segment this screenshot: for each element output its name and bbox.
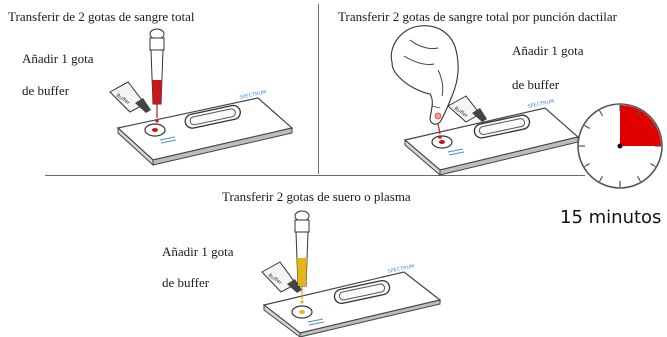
timer-tick (584, 162, 590, 168)
panel-fingerstick-buffer-line1: Añadir 1 gota (512, 43, 584, 58)
timer-tick (650, 124, 656, 130)
panel-serum-plasma-title: Transferir 2 gotas de suero o plasma (222, 189, 411, 204)
panel-whole-blood-buffer-line2: de buffer (22, 83, 70, 98)
timer-tick (584, 124, 590, 130)
timer-tick (636, 176, 642, 182)
panel-serum-plasma-buffer-line2: de buffer (162, 275, 210, 290)
svg-text:SPECTRUM: SPECTRUM (527, 98, 555, 110)
panel-fingerstick-title: Transferir 2 gotas de sangre total por p… (338, 9, 617, 24)
vertical-divider (318, 4, 319, 174)
timer-tick (636, 110, 642, 116)
timer-tick (598, 110, 604, 116)
panel-whole-blood-buffer-line1: Añadir 1 gota (22, 51, 94, 66)
svg-text:SPECTRUM: SPECTRUM (239, 89, 267, 101)
timer-tick (598, 176, 604, 182)
panel-fingerstick-buffer-line2: de buffer (512, 77, 560, 92)
timer-elapsed-sector (620, 105, 661, 146)
panel-whole-blood-title: Transferir de 2 gotas de sangre total (8, 9, 195, 24)
timer-tick (650, 162, 656, 168)
panel-serum-plasma-buffer-line1: Añadir 1 gota (162, 244, 234, 259)
horizontal-divider (45, 175, 585, 176)
timer-label: 15 minutos (560, 207, 662, 228)
svg-text:SPECTRUM: SPECTRUM (387, 263, 415, 275)
